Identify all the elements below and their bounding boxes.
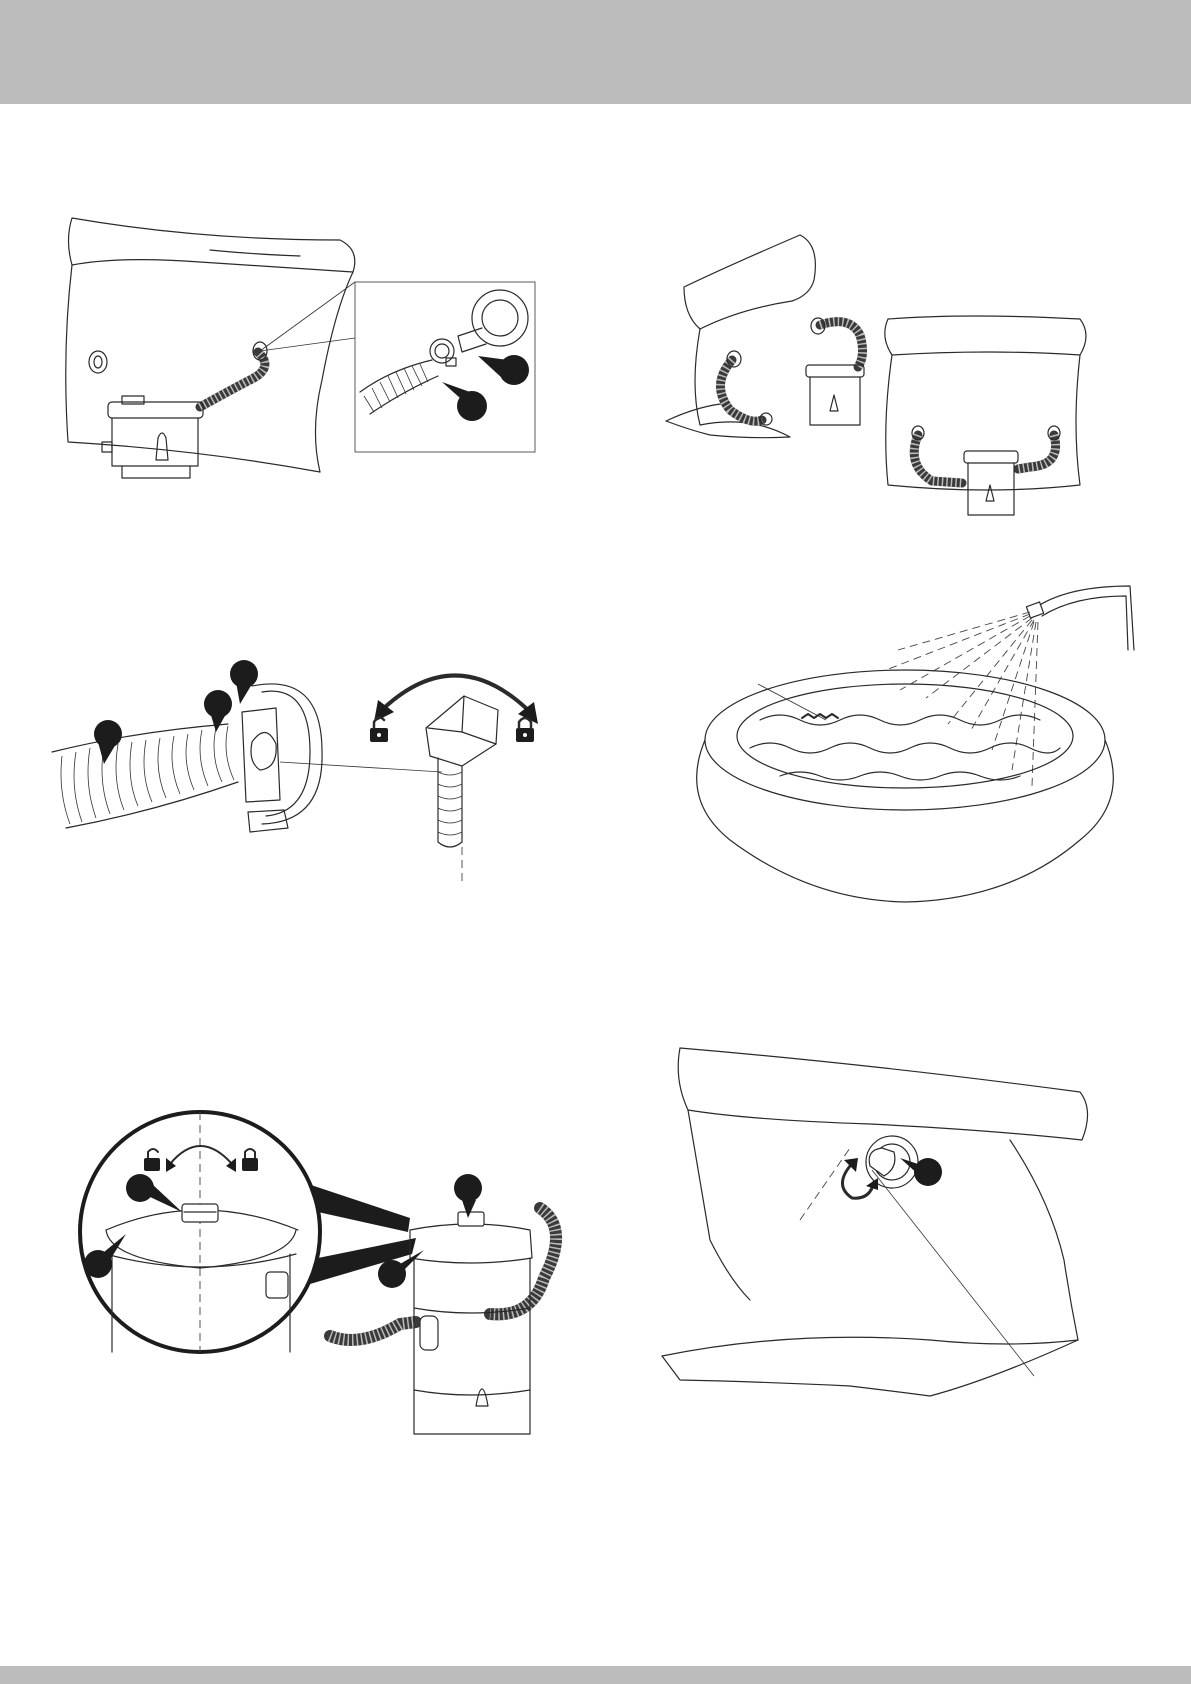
hose-icon xyxy=(52,724,238,828)
hose-icon xyxy=(720,318,862,421)
callout-pin-icon xyxy=(230,660,258,704)
hose-icon xyxy=(200,342,267,407)
inlet-fitting-icon xyxy=(89,351,107,373)
filter-pump-icon xyxy=(102,396,203,478)
hose-clamp-icon xyxy=(430,339,456,366)
inlet-fitting-icon xyxy=(458,290,528,352)
filter-pump-icon xyxy=(760,365,864,425)
panel-drain-valve xyxy=(670,1040,1120,1450)
connector-icon xyxy=(426,696,498,884)
lock-icon xyxy=(516,718,534,742)
pool-wall-icon xyxy=(66,218,355,472)
panel-connector-lock xyxy=(52,652,542,892)
filter-pump-icon xyxy=(410,1212,532,1434)
callout-pin-icon xyxy=(478,355,529,385)
pool-wall-icon xyxy=(666,235,815,438)
detail-inset xyxy=(260,282,535,452)
hose-icon xyxy=(912,426,1060,483)
filter-pump-icon xyxy=(964,451,1018,515)
unlock-icon xyxy=(370,717,388,742)
garden-hose-icon xyxy=(1026,586,1134,650)
magnifier-circle-icon xyxy=(80,1112,416,1352)
water-spray-icon xyxy=(886,612,1038,786)
hose-icon xyxy=(330,1208,556,1340)
callout-pin-icon xyxy=(94,720,122,764)
pool-wall-icon xyxy=(662,1048,1088,1396)
panel-two-configurations xyxy=(670,225,1110,520)
pool-wall-fitting-icon xyxy=(242,684,322,832)
hose-icon xyxy=(360,360,438,414)
callout-pin-icon xyxy=(442,382,487,421)
panel-pump-cover-lock xyxy=(70,1108,570,1438)
pool-icon xyxy=(697,670,1114,902)
panel-fill-pool xyxy=(690,580,1140,940)
header-band xyxy=(0,0,1191,104)
footer-band xyxy=(0,1666,1191,1684)
panel-hose-connection xyxy=(50,210,550,490)
